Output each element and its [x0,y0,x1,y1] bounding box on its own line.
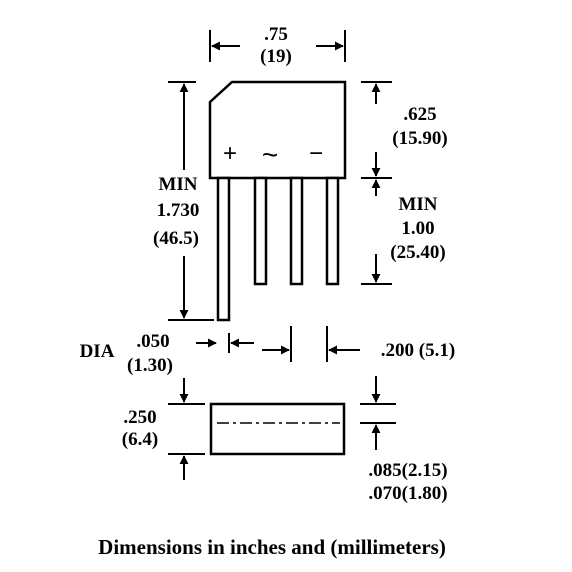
overall-in-label: 1.730 [157,200,200,221]
pitch-label: .200 (5.1) [381,340,455,361]
thick-mm-label: (6.4) [122,429,158,450]
overall-min-label: MIN [158,174,197,195]
caption: Dimensions in inches and (millimeters) [98,535,446,559]
polarity-ac: ~ [262,139,278,170]
package-body [208,80,347,180]
lead-1 [216,176,231,322]
height-max-label: .085(2.15) [368,460,447,481]
body-mm-label: (15.90) [392,128,447,149]
width-mm-label: (19) [260,46,292,67]
lead-2 [253,176,268,286]
dia-in-label: .050 [136,331,169,352]
height-min-label: .070(1.80) [368,483,447,504]
lead-3 [289,176,304,286]
polarity-plus: + [223,140,237,167]
thick-in-label: .250 [123,407,156,428]
lead-mm-label: (25.40) [390,242,445,263]
lead-min-label: MIN [398,194,437,215]
side-view-body [209,402,346,456]
lead-in-label: 1.00 [401,218,434,239]
dia-mm-label: (1.30) [127,355,173,376]
width-in-label: .75 [264,24,288,45]
overall-mm-label: (46.5) [153,228,199,249]
lead-4 [325,176,340,286]
dia-label: DIA [80,341,115,362]
polarity-minus: − [309,140,323,167]
body-in-label: .625 [403,104,436,125]
